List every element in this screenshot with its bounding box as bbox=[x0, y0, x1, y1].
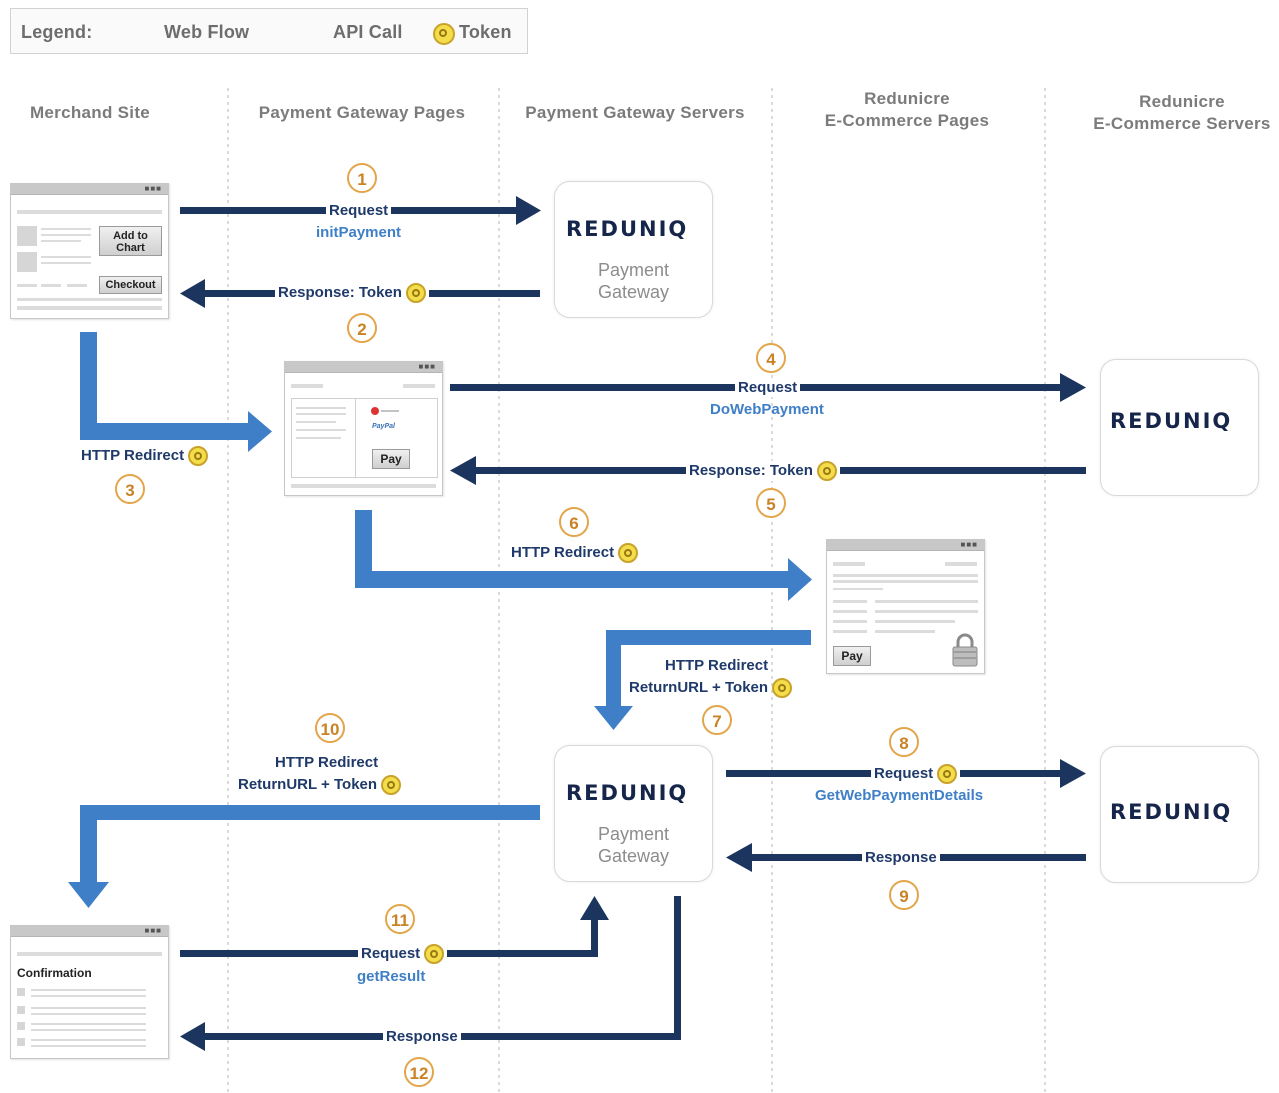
step-11-sublabel: getResult bbox=[357, 968, 426, 985]
server-subtitle-line1: Payment bbox=[597, 260, 670, 280]
pg-payment-page-window: ■■■ PayPal Pay bbox=[284, 361, 443, 496]
lane-header-pg-pages: Payment Gateway Pages bbox=[258, 103, 466, 122]
lane-header-pg-servers: Payment Gateway Servers bbox=[525, 103, 745, 122]
lane-header-ec-servers: Redunicre E-Commerce Servers bbox=[1075, 91, 1279, 135]
step-3-label-group: HTTP Redirect bbox=[78, 446, 211, 467]
token-icon bbox=[772, 678, 793, 699]
window-dots-icon: ■■■ bbox=[418, 362, 436, 371]
step-badge-2: 2 bbox=[347, 313, 377, 343]
ec-payment-page-window: ■■■ Pay bbox=[826, 539, 985, 674]
step-2-label: Response: Token bbox=[278, 284, 402, 301]
step-4-label: Request bbox=[735, 378, 801, 397]
step-badge-9: 9 bbox=[889, 880, 919, 910]
token-icon bbox=[816, 461, 837, 482]
window-dots-icon: ■■■ bbox=[144, 926, 162, 935]
token-icon bbox=[188, 446, 209, 467]
server-subtitle-line2: Gateway bbox=[597, 846, 670, 866]
step-badge-11: 11 bbox=[385, 904, 415, 934]
lane-header-ec-pages: Redunicre E-Commerce Pages bbox=[800, 88, 1014, 132]
step-5-label: Response: Token bbox=[689, 462, 813, 479]
step-badge-8: 8 bbox=[889, 727, 919, 757]
step-11-label: Request bbox=[361, 945, 421, 962]
step-6-label: HTTP Redirect bbox=[511, 544, 615, 561]
step-6-label-group: HTTP Redirect bbox=[508, 543, 641, 564]
step-7-label2-group: ReturnURL + Token bbox=[626, 678, 795, 699]
step-5-label-group: Response: Token bbox=[686, 461, 840, 482]
step-2-label-group: Response: Token bbox=[275, 283, 429, 304]
merchant-shop-window: ■■■ Add to Chart Checkout bbox=[10, 183, 169, 319]
step-10-label2-group: ReturnURL + Token bbox=[235, 775, 404, 796]
arrow-step-3 bbox=[80, 332, 272, 452]
step-badge-5: 5 bbox=[756, 488, 786, 518]
step-10-label2: ReturnURL + Token bbox=[238, 776, 378, 793]
checkout-button[interactable]: Checkout bbox=[99, 276, 162, 294]
lane-header-ec-servers-line1: Redunicre bbox=[1139, 92, 1225, 111]
lane-header-ec-servers-line2: E-Commerce Servers bbox=[1093, 114, 1271, 133]
step-badge-6: 6 bbox=[559, 507, 589, 537]
pay-button[interactable]: Pay bbox=[833, 646, 871, 666]
ec-server-box-bottom: REDUNIQ bbox=[1100, 746, 1259, 883]
step-7-label2: ReturnURL + Token bbox=[629, 679, 769, 696]
step-badge-1: 1 bbox=[347, 163, 377, 193]
lock-icon bbox=[952, 633, 978, 667]
step-badge-7: 7 bbox=[702, 705, 732, 735]
step-badge-3: 3 bbox=[115, 474, 145, 504]
reduniq-logo: REDUNIQ bbox=[566, 781, 689, 805]
step-badge-4: 4 bbox=[756, 343, 786, 373]
step-3-label: HTTP Redirect bbox=[81, 447, 185, 464]
token-icon bbox=[381, 775, 402, 796]
legend-title: Legend: bbox=[21, 22, 93, 42]
step-7-label: HTTP Redirect bbox=[665, 657, 769, 674]
window-titlebar: ■■■ bbox=[285, 362, 442, 373]
token-icon bbox=[424, 944, 445, 965]
step-9-label: Response bbox=[862, 848, 940, 867]
step-badge-12: 12 bbox=[404, 1057, 434, 1087]
lane-header-ec-pages-line1: Redunicre bbox=[864, 89, 950, 108]
step-4-sublabel: DoWebPayment bbox=[710, 401, 824, 418]
step-12-label: Response bbox=[383, 1027, 461, 1046]
reduniq-logo: REDUNIQ bbox=[1110, 409, 1233, 433]
token-icon bbox=[433, 23, 455, 45]
step-11-label-group: Request bbox=[358, 944, 448, 965]
server-subtitle-line1: Payment bbox=[597, 824, 670, 844]
step-8-label: Request bbox=[874, 765, 934, 782]
pg-server-box-bottom: REDUNIQ Payment Gateway bbox=[554, 745, 713, 882]
confirmation-window: ■■■ Confirmation bbox=[10, 925, 169, 1059]
arrow-step-10 bbox=[68, 805, 540, 908]
arrow-step-6 bbox=[355, 510, 812, 601]
step-10-label: HTTP Redirect bbox=[275, 754, 379, 771]
paypal-logo: PayPal bbox=[372, 423, 395, 430]
legend-web-flow-label: Web Flow bbox=[164, 22, 250, 42]
token-icon bbox=[937, 764, 958, 785]
legend: Legend: Web Flow API Call Token bbox=[10, 8, 528, 54]
lane-header-merchant: Merchand Site bbox=[29, 103, 151, 122]
window-dots-icon: ■■■ bbox=[144, 184, 162, 193]
reduniq-logo: REDUNIQ bbox=[1110, 800, 1233, 824]
lane-header-ec-pages-line2: E-Commerce Pages bbox=[824, 111, 990, 130]
window-titlebar: ■■■ bbox=[11, 926, 168, 937]
payment-panel: PayPal Pay bbox=[291, 398, 438, 478]
pg-server-box-top: REDUNIQ Payment Gateway bbox=[554, 181, 713, 318]
step-1-sublabel: initPayment bbox=[316, 224, 402, 241]
legend-api-call-label: API Call bbox=[333, 22, 403, 42]
step-8-label-group: Request bbox=[871, 764, 961, 785]
card-logo-icon bbox=[371, 407, 379, 415]
step-1-label: Request bbox=[326, 201, 392, 220]
pay-button[interactable]: Pay bbox=[372, 449, 410, 469]
window-dots-icon: ■■■ bbox=[960, 540, 978, 549]
server-subtitle-line2: Gateway bbox=[597, 282, 670, 302]
legend-token-label: Token bbox=[459, 22, 512, 42]
token-icon bbox=[618, 543, 639, 564]
confirmation-heading: Confirmation bbox=[17, 966, 92, 980]
token-icon bbox=[405, 283, 426, 304]
step-badge-10: 10 bbox=[315, 713, 345, 743]
window-titlebar: ■■■ bbox=[827, 540, 984, 551]
arrow-step-7 bbox=[594, 630, 811, 730]
step-8-sublabel: GetWebPaymentDetails bbox=[815, 787, 984, 804]
reduniq-logo: REDUNIQ bbox=[566, 217, 689, 241]
ec-server-box-top: REDUNIQ bbox=[1100, 359, 1259, 496]
window-titlebar: ■■■ bbox=[11, 184, 168, 195]
add-to-chart-button[interactable]: Add to Chart bbox=[99, 226, 162, 256]
